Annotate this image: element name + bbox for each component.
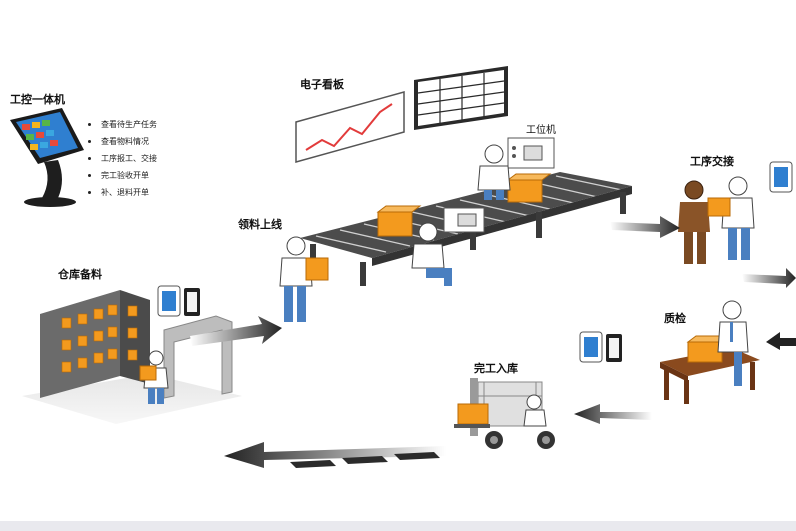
- label-qc: 质检: [664, 312, 686, 325]
- label-storage: 完工入库: [474, 362, 518, 375]
- bullet-icon: [88, 174, 91, 177]
- console-task-item: 查看待生产任务: [88, 116, 157, 133]
- console-task-item: 工序报工、交接: [88, 150, 157, 167]
- console-task-text: 工序报工、交接: [101, 154, 157, 163]
- label-feeding: 领料上线: [238, 218, 282, 231]
- label-warehouse: 仓库备料: [58, 268, 102, 281]
- console-task-item: 补、退料开单: [88, 184, 157, 201]
- label-handover: 工序交接: [690, 155, 734, 168]
- console-task-text: 补、退料开单: [101, 188, 149, 197]
- label-console: 工控一体机: [10, 93, 65, 106]
- console-task-list: 查看待生产任务 查看物料情况 工序报工、交接 完工验收开单 补、退料开单: [88, 116, 157, 201]
- console-task-text: 查看待生产任务: [101, 120, 157, 129]
- console-task-item: 查看物料情况: [88, 133, 157, 150]
- workers-handover: [678, 176, 755, 264]
- worker-station-top: [477, 144, 511, 200]
- tablet-storage: [579, 331, 622, 363]
- worker-station-mid: [411, 222, 452, 286]
- forklift: [454, 378, 555, 449]
- bullet-icon: [88, 140, 91, 143]
- label-station: 工位机: [526, 125, 556, 136]
- console-task-item: 完工验收开单: [88, 167, 157, 184]
- tablet-warehouse: [157, 285, 200, 317]
- bottom-strip: [0, 521, 796, 531]
- worker-feeding: [279, 236, 329, 322]
- bullet-icon: [88, 123, 91, 126]
- console-task-text: 完工验收开单: [101, 171, 149, 180]
- qc-station: [660, 300, 760, 404]
- station-terminals: [443, 137, 555, 233]
- bullet-icon: [88, 157, 91, 160]
- chart-board: [295, 91, 405, 163]
- table-board: [414, 66, 508, 130]
- tablet-handover: [769, 161, 793, 193]
- conveyor-boxes: [376, 173, 552, 237]
- console-task-text: 查看物料情况: [101, 137, 149, 146]
- flow-arrows: [190, 216, 796, 468]
- label-board: 电子看板: [300, 78, 344, 91]
- warehouse: [22, 290, 242, 424]
- touch-console: [10, 108, 84, 207]
- bullet-icon: [88, 191, 91, 194]
